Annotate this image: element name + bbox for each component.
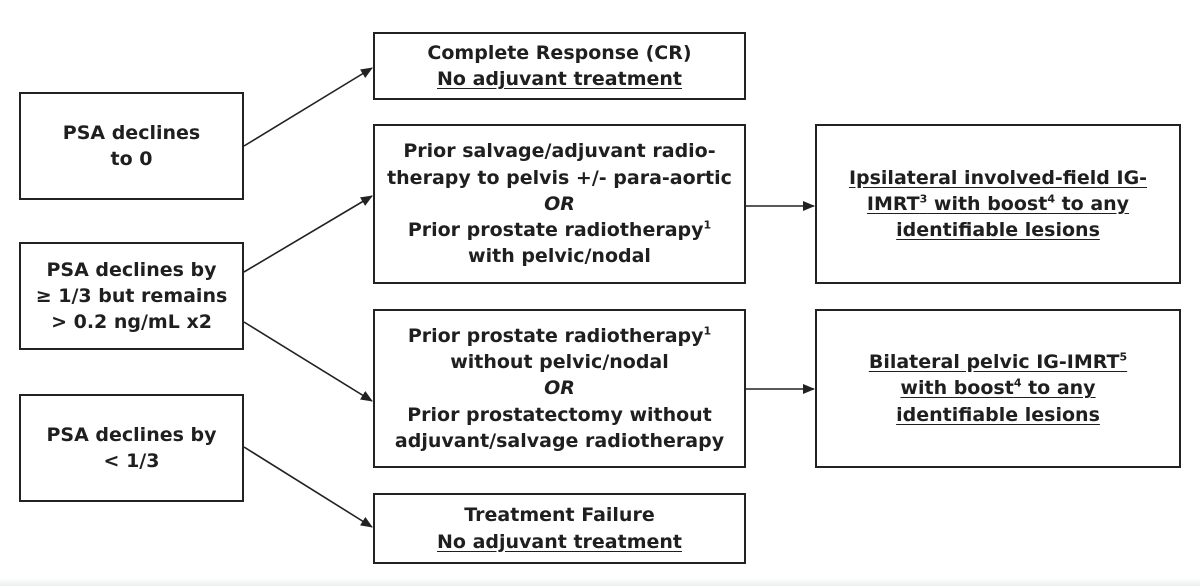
- prior-pelvic-or: OR: [544, 192, 575, 215]
- bottom-edge-shade: [0, 578, 1200, 586]
- psa-third-line-3: > 0.2 ng/mL x2: [51, 311, 212, 334]
- bilateral-line-2: with boost4 to any: [900, 375, 1095, 401]
- psa-zero-line-1: PSA declines: [62, 121, 201, 144]
- prior-pelvic-line-1: Prior salvage/adjuvant radio-: [403, 140, 716, 163]
- footnote-3-marker: 3: [919, 192, 928, 206]
- complete-response-title: Complete Response (CR): [427, 41, 692, 64]
- treatment-failure-action: No adjuvant treatment: [437, 530, 682, 553]
- psa-declines-by-third-box: PSA declines by ≥ 1/3 but remains > 0.2 …: [19, 242, 244, 350]
- footnote-4-marker: 4: [1013, 377, 1022, 391]
- ipsilateral-boost: with boost: [927, 192, 1048, 215]
- prior-no-pelvic-line-1-text: Prior prostate radiotherapy: [407, 324, 704, 347]
- footnote-4-marker: 4: [1047, 192, 1055, 206]
- prior-pelvic-radiotherapy-box: Prior salvage/adjuvant radio- therapy to…: [373, 124, 746, 284]
- prior-pelvic-line-3-text: Prior prostate radiotherapy: [407, 219, 704, 242]
- bilateral-line-3: identifiable lesions: [896, 403, 1100, 426]
- prior-pelvic-line-2: therapy to pelvis +/- para-aortic: [387, 166, 732, 189]
- psa-less-line-1: PSA declines by: [46, 423, 217, 446]
- complete-response-action: No adjuvant treatment: [437, 68, 682, 90]
- ipsilateral-imrt: IMRT: [866, 192, 920, 215]
- ipsilateral-treatment-box: Ipsilateral involved-field IG- IMRT3 wit…: [815, 124, 1181, 284]
- bilateral-treatment-box: Bilateral pelvic IG-IMRT5 with boost4 to…: [815, 309, 1181, 468]
- ipsilateral-line-3: identifiable lesions: [896, 219, 1100, 242]
- prior-no-pelvic-line-1: Prior prostate radiotherapy1: [408, 323, 711, 349]
- arrow-psa-less-to-failure: [243, 446, 373, 528]
- arrow-psa-zero-to-cr: [243, 67, 373, 147]
- ipsilateral-to-any: to any: [1054, 192, 1130, 215]
- bilateral-to-any: to any: [1021, 377, 1096, 400]
- ipsilateral-line-1: Ipsilateral involved-field IG-: [848, 166, 1148, 189]
- psa-third-line-2: ≥ 1/3 but remains: [35, 284, 228, 307]
- prior-no-pelvic-line-3: Prior prostatectomy without: [407, 403, 712, 426]
- psa-declines-to-zero-box: PSA declines to 0: [19, 92, 244, 200]
- footnote-1-marker: 1: [703, 324, 712, 338]
- psa-zero-line-2: to 0: [110, 148, 153, 170]
- ipsilateral-line-2: IMRT3 with boost4 to any: [867, 191, 1129, 217]
- bilateral-line-1: Bilateral pelvic IG-IMRT5: [869, 349, 1127, 375]
- psa-declines-less-third-box: PSA declines by < 1/3: [19, 394, 244, 502]
- complete-response-box: Complete Response (CR) No adjuvant treat…: [373, 32, 746, 100]
- prior-pelvic-line-4: with pelvic/nodal: [468, 245, 651, 268]
- footnote-5-marker: 5: [1119, 350, 1128, 364]
- treatment-failure-box: Treatment Failure No adjuvant treatment: [373, 493, 746, 564]
- arrow-psa-third-to-prior-pelvic: [243, 195, 373, 273]
- prior-pelvic-line-3: Prior prostate radiotherapy1: [408, 217, 711, 243]
- bilateral-line-1-text: Bilateral pelvic IG-IMRT: [868, 351, 1120, 374]
- prior-no-pelvic-or: OR: [544, 377, 575, 400]
- prior-no-pelvic-radiotherapy-box: Prior prostate radiotherapy1 without pel…: [373, 309, 746, 468]
- bilateral-boost: with boost: [900, 377, 1014, 400]
- footnote-1-marker: 1: [703, 218, 712, 232]
- arrow-psa-third-to-prior-no-pelvic: [243, 321, 373, 402]
- psa-less-line-2: < 1/3: [103, 450, 160, 472]
- prior-no-pelvic-line-4: adjuvant/salvage radiotherapy: [394, 429, 725, 452]
- psa-third-line-1: PSA declines by: [46, 258, 217, 281]
- treatment-failure-title: Treatment Failure: [464, 504, 655, 527]
- prior-no-pelvic-line-2: without pelvic/nodal: [450, 351, 669, 374]
